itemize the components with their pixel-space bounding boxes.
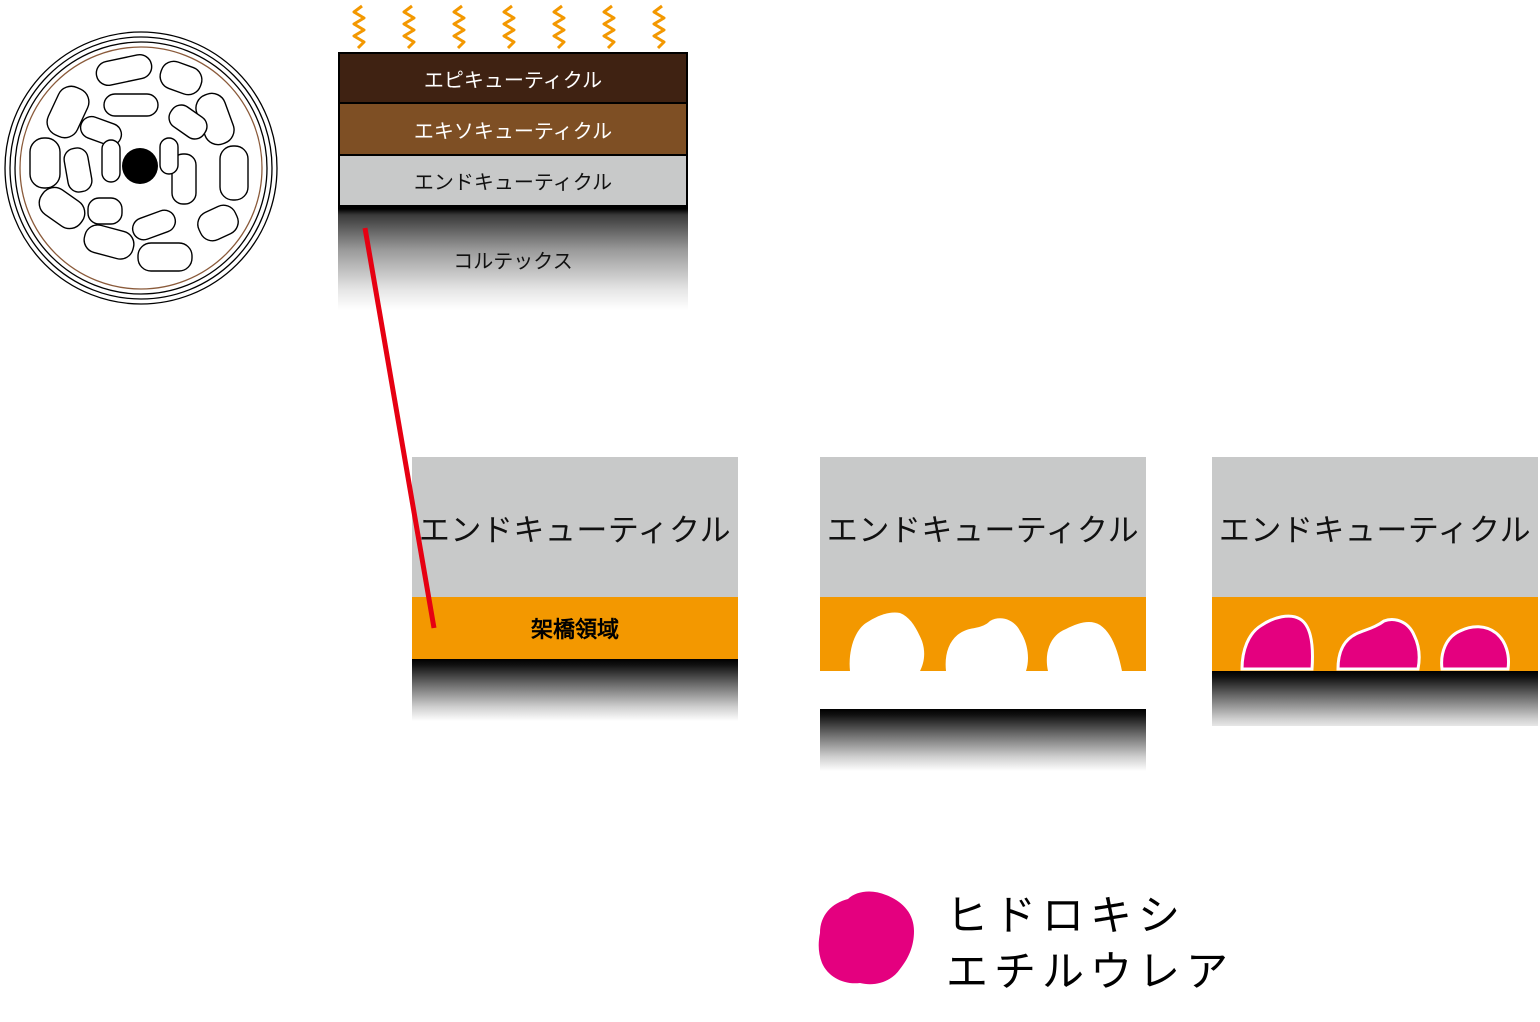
epicuticle-layer: エピキューティクル: [338, 52, 688, 104]
cortex-cell: [101, 139, 121, 183]
panel-cleaved: エンドキューティクル: [820, 457, 1146, 771]
cuticle-ring: [4, 31, 278, 305]
heat-icon: [552, 4, 566, 50]
cortex-cell: [95, 53, 153, 87]
crosslink-region: [1212, 597, 1538, 671]
hydroxyethylurea-blob: [1440, 625, 1510, 671]
heat-icon: [402, 4, 416, 50]
hair-cross-section: [4, 31, 278, 305]
heat-icon: [652, 4, 666, 50]
cortex-cell: [87, 197, 123, 225]
crosslink-region: [820, 597, 1146, 671]
panel-endocuticle: エンドキューティクル: [1212, 457, 1538, 597]
void-blob: [849, 612, 925, 671]
cortex-cell: [46, 85, 90, 139]
panel-endocuticle-label: エンドキューティクル: [826, 512, 1140, 549]
cortex-cell: [63, 147, 93, 193]
cortex-cell: [79, 115, 123, 147]
hydroxyethylurea-icon: [818, 891, 914, 985]
heat-waves: [352, 4, 666, 50]
panel-endocuticle: エンドキューティクル: [820, 457, 1146, 597]
medulla: [122, 148, 158, 184]
panel-filled: エンドキューティクル: [1212, 457, 1538, 726]
cortex-cell: [137, 242, 193, 272]
legend-line-2: エチルウレア: [946, 947, 1235, 996]
cortex-cell: [83, 224, 135, 260]
heat-icon: [602, 4, 616, 50]
legend-swatch: [818, 891, 914, 985]
cortex-cell: [103, 93, 159, 117]
cortex-label: コルテックス: [453, 249, 573, 273]
void-blob: [1046, 622, 1122, 671]
void-blob: [945, 618, 1028, 671]
crosslink-region: 架橋領域: [412, 597, 738, 659]
cuticle-ring: [14, 41, 268, 295]
cortex-cell: [219, 145, 249, 201]
panel-endocuticle: エンドキューティクル: [412, 457, 738, 597]
heat-icon: [502, 4, 516, 50]
cortex-cell: [168, 104, 208, 140]
heat-icon: [452, 4, 466, 50]
hydroxyethylurea-blob: [1240, 614, 1314, 671]
cuticle-ring: [19, 46, 263, 290]
cortex-gradient: [412, 659, 738, 721]
cortex-cell: [29, 137, 61, 189]
endocuticle-label: エンドキューティクル: [413, 170, 613, 194]
cortex-gradient: [820, 709, 1146, 771]
exocuticle-layer: エキソキューティクル: [338, 102, 688, 156]
heat-icon: [352, 4, 366, 50]
legend-line-1: ヒドロキシ: [946, 891, 1187, 940]
panel-endocuticle-label: エンドキューティクル: [1218, 512, 1532, 549]
link-line-stroke: [362, 227, 437, 629]
panel-crosslink: エンドキューティクル 架橋領域: [412, 457, 738, 721]
epicuticle-label: エピキューティクル: [423, 67, 603, 92]
panel-endocuticle-label: エンドキューティクル: [418, 512, 732, 549]
hydroxyethylurea-fill: [1240, 614, 1510, 671]
exocuticle-label: エキソキューティクル: [413, 118, 613, 143]
cortex-cell: [131, 209, 177, 241]
hydroxyethylurea-blob: [1336, 618, 1421, 671]
cortex-gradient: [1212, 671, 1538, 726]
crosslink-label: 架橋領域: [530, 618, 619, 643]
cortex-cell: [159, 60, 203, 96]
voids: [849, 612, 1122, 671]
gap: [820, 671, 1146, 709]
cortex-cell: [159, 137, 179, 175]
cortex-cell: [38, 186, 86, 230]
cortex-layer: コルテックス: [338, 205, 688, 310]
cuticle-ring: [9, 36, 273, 300]
cortex-cell: [197, 204, 239, 242]
